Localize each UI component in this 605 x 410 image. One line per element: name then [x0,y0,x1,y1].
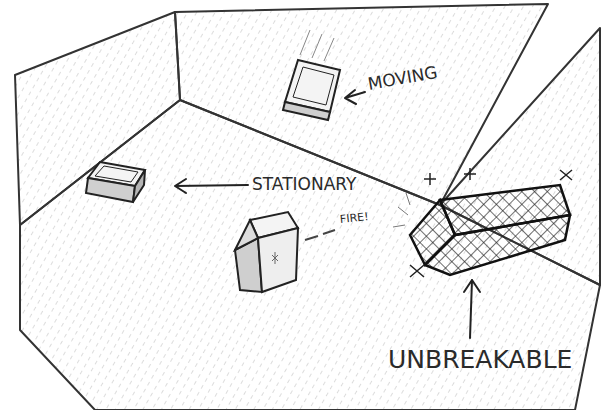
unbreakable-block [393,168,572,277]
floor [20,100,600,410]
callout-label: STATIONARY [252,176,356,193]
callout-label: FIRE! [339,211,369,225]
fire-box [235,212,335,292]
leader-arrows [175,90,480,338]
room-walls [15,4,600,410]
stationary-box [86,162,145,202]
leader-arrow [464,280,480,338]
leader-arrow [345,90,365,104]
moving-box [283,30,340,120]
callout-label: UNBREAKABLE [388,347,572,372]
leader-arrow [175,179,248,193]
fire-streak [305,230,335,240]
